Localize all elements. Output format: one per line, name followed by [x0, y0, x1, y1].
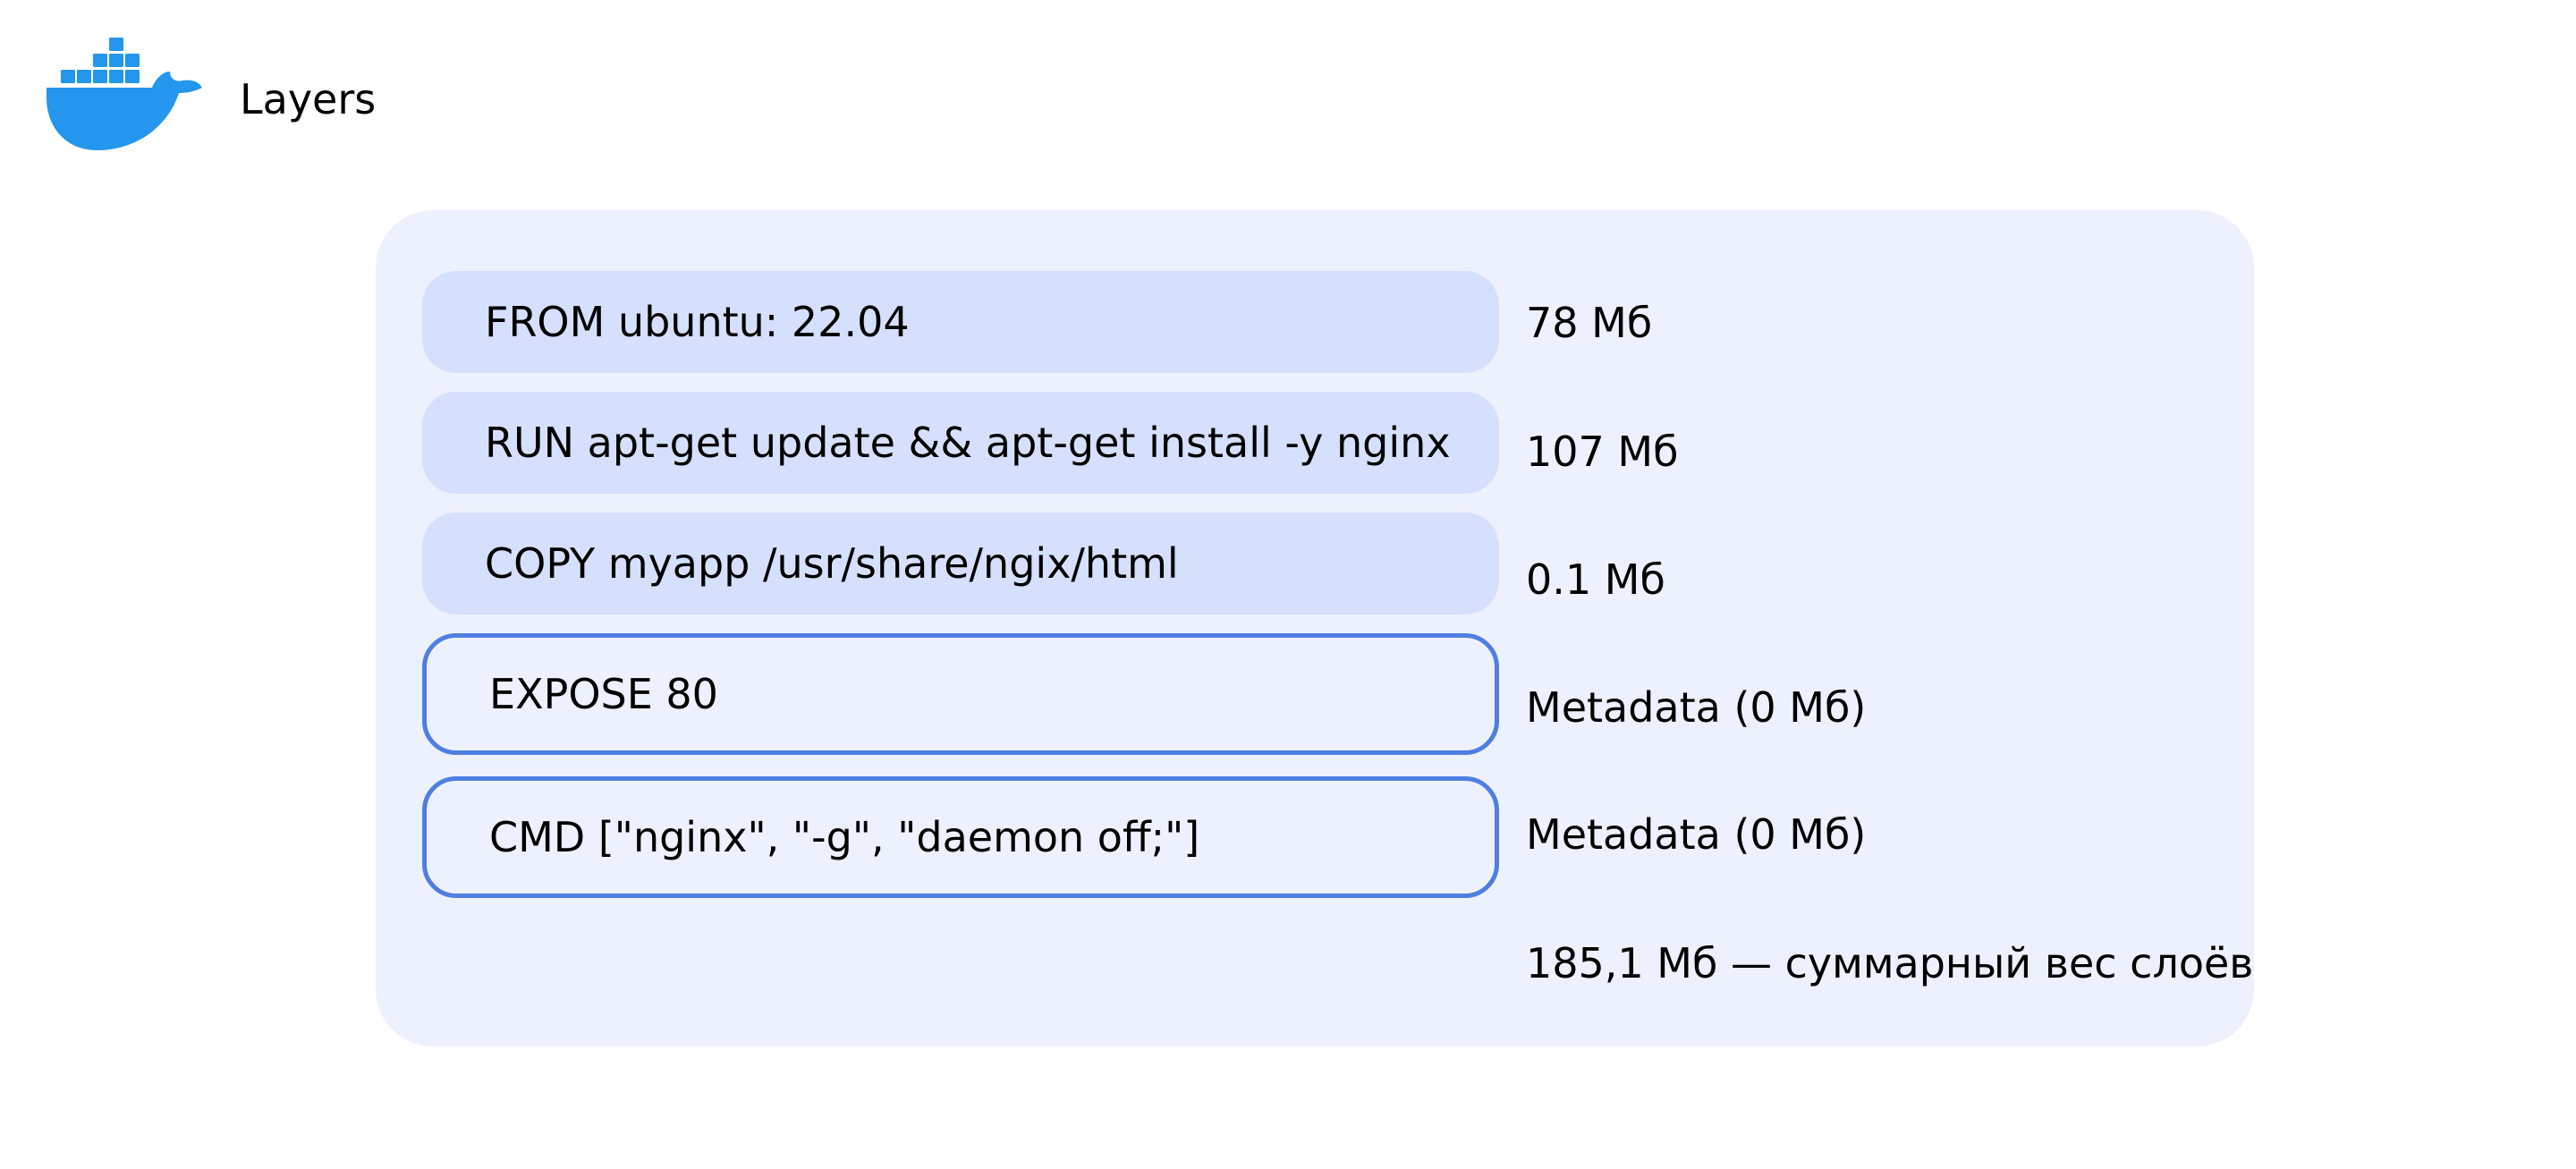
layer-cmd: CMD ["nginx", "-g", "daemon off;"]	[422, 776, 1499, 898]
layer-size: 107 Мб	[1526, 428, 1679, 476]
layer-size: Metadata (0 Мб)	[1526, 683, 1867, 732]
layer-copy: COPY myapp /usr/share/ngix/html	[422, 512, 1499, 614]
layer-run: RUN apt-get update && apt-get install -y…	[422, 392, 1499, 494]
layer-size: 78 Мб	[1526, 299, 1653, 347]
layer-instruction: FROM ubuntu: 22.04	[485, 298, 910, 346]
docker-whale-icon	[47, 38, 202, 150]
layer-instruction: COPY myapp /usr/share/ngix/html	[485, 539, 1179, 588]
layer-instruction: RUN apt-get update && apt-get install -y…	[485, 419, 1451, 467]
layer-from: FROM ubuntu: 22.04	[422, 271, 1499, 373]
layer-instruction: CMD ["nginx", "-g", "daemon off;"]	[489, 813, 1200, 861]
layer-size: 0.1 Мб	[1526, 555, 1665, 604]
page-title: Layers	[240, 75, 377, 123]
layer-size: Metadata (0 Мб)	[1526, 810, 1867, 859]
total-size-caption: 185,1 Мб — суммарный вес слоёв	[1526, 939, 2254, 987]
layer-instruction: EXPOSE 80	[489, 670, 718, 718]
layer-expose: EXPOSE 80	[422, 633, 1499, 755]
